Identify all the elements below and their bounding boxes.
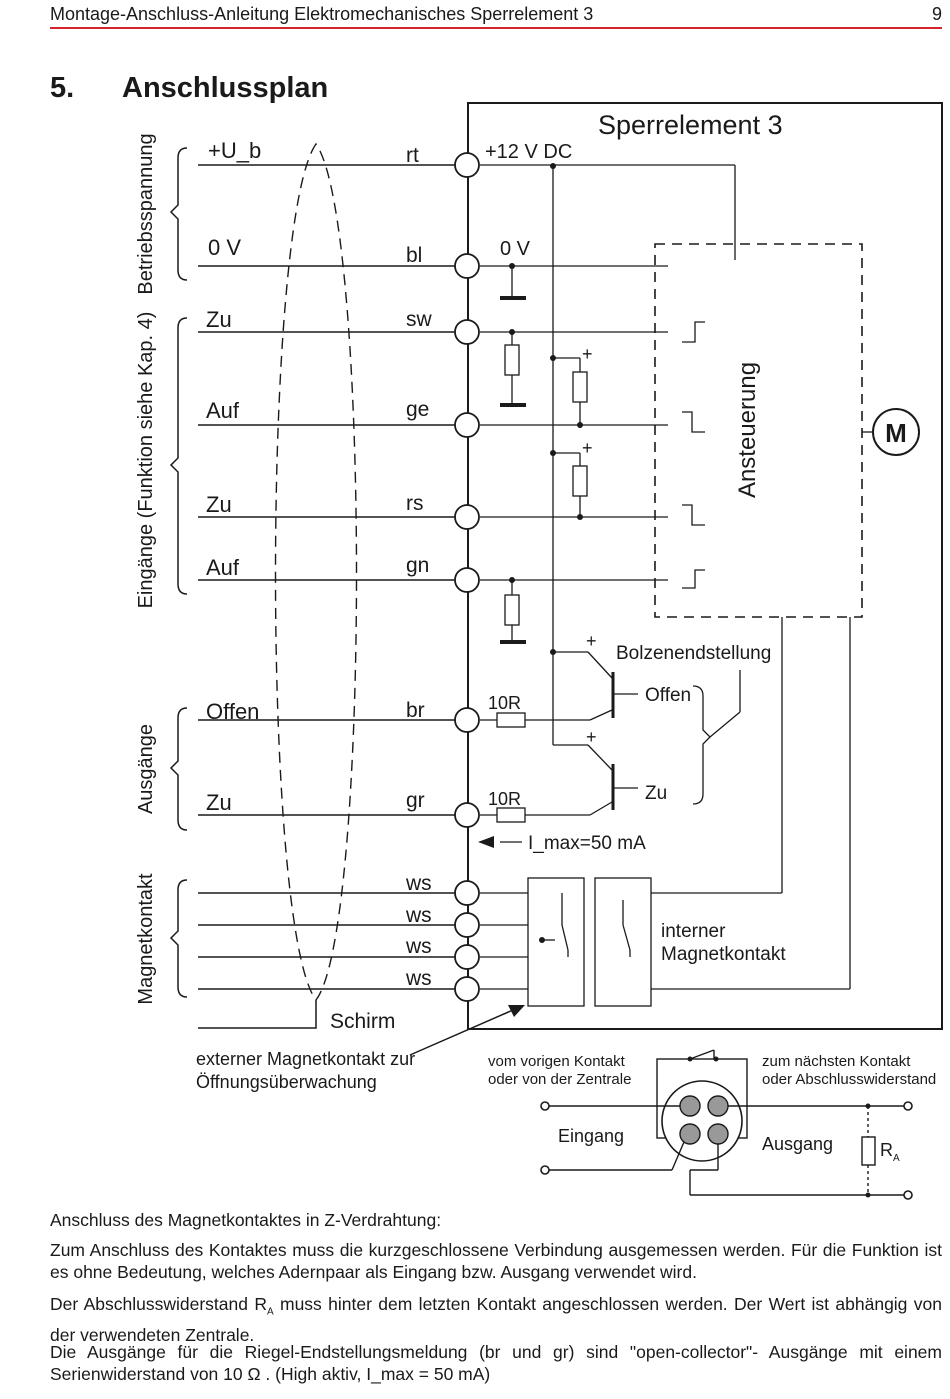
control-unit [654, 243, 863, 618]
plus-2: + [582, 438, 593, 458]
transistor-zu-label: Zu [645, 783, 667, 804]
wire-br: br [406, 699, 425, 722]
signal-ub: +U_b [208, 138, 261, 163]
page-number: 9 [931, 4, 942, 24]
signal-offen: Offen [206, 699, 259, 724]
internal-wiring [478, 164, 873, 1007]
external-wires [198, 164, 455, 990]
signal-0v: 0 V [208, 235, 241, 260]
internal-contact-label-2: Magnetkontakt [661, 944, 786, 965]
paragraph-terminator: Der Abschlusswiderstand RA muss hinter d… [50, 1294, 942, 1345]
z-output-label: Ausgang [762, 1134, 833, 1154]
control-unit-label: Ansteuerung [734, 362, 761, 498]
z-from-label-2: oder von der Zentrale [488, 1071, 631, 1088]
shield-label: Schirm [330, 1010, 395, 1033]
internal-contact-label-1: interner [661, 921, 726, 942]
junction-dots [509, 163, 583, 943]
resistor-10r-1: 10R [488, 693, 521, 713]
group-label-magnet: Magnetkontakt [135, 873, 157, 1005]
motor-label: M [885, 418, 907, 448]
group-braces [169, 147, 188, 998]
wire-bl: bl [406, 244, 422, 267]
resistor-10r-2: 10R [488, 789, 521, 809]
wire-sw: sw [406, 308, 433, 331]
plus-1: + [582, 344, 593, 364]
paragraph-outputs: Die Ausgänge für die Riegel-Endstellungs… [50, 1342, 942, 1384]
wire-gn: gn [406, 554, 429, 577]
device-title: Sperrelement 3 [598, 110, 783, 140]
wire-ws-4: ws [405, 967, 432, 990]
header-title: Montage-Anschluss-Anleitung Elektromecha… [50, 4, 594, 24]
external-contact-arrow [409, 1005, 525, 1056]
z-input-label: Eingang [558, 1126, 624, 1146]
section-number: 5. [50, 72, 75, 104]
ra-label: RA [880, 1140, 900, 1164]
z-to-label-2: oder Abschlusswiderstand [762, 1071, 936, 1088]
plus-4: + [586, 727, 597, 747]
section-title: Anschlussplan [122, 72, 329, 104]
wire-ws-1: ws [405, 872, 432, 895]
wire-rs: rs [406, 492, 424, 515]
group-label-outputs: Ausgänge [135, 724, 157, 814]
supply-12v-label: +12 V DC [485, 141, 572, 163]
wire-ge: ge [406, 398, 429, 421]
device-enclosure [467, 102, 943, 1030]
transistor-offen-label: Offen [645, 685, 691, 706]
plus-3: + [586, 631, 597, 651]
group-label-supply: Betriebsspannung [135, 133, 157, 294]
wire-ws-3: ws [405, 935, 432, 958]
signal-auf-1: Auf [206, 398, 240, 423]
wire-gr: gr [406, 789, 425, 812]
external-contact-label-2: Öffnungsüberwachung [196, 1072, 377, 1092]
z-to-label-1: zum nächsten Kontakt [762, 1053, 911, 1070]
connector-housing [661, 1080, 743, 1162]
imax-label: I_max=50 mA [528, 833, 646, 854]
header-rule [50, 27, 942, 29]
bolt-position-label: Bolzenendstellung [616, 643, 771, 664]
signal-zu-2: Zu [206, 492, 232, 517]
paragraph-z-wiring: Anschluss des Magnetkontaktes in Z-Verdr… [50, 1210, 442, 1230]
terminals [454, 152, 480, 1002]
z-from-label-1: vom vorigen Kontakt [488, 1053, 626, 1070]
wire-ws-2: ws [405, 904, 432, 927]
motor-symbol [872, 408, 920, 456]
cable-shield [274, 142, 358, 1002]
z-wiring-detail: vom vorigen Kontakt oder von der Zentral… [488, 1049, 936, 1200]
wiring-diagram: Sperrelement 3 Betriebsspannung Eingänge… [135, 102, 943, 1200]
signal-zu-3: Zu [206, 790, 232, 815]
termination-resistor [861, 1136, 876, 1166]
paragraph-measurement: Zum Anschluss des Kontaktes muss die kur… [50, 1240, 942, 1282]
group-label-inputs: Eingänge (Funktion siehe Kap. 4) [135, 312, 157, 609]
signal-auf-2: Auf [206, 555, 240, 580]
shield-wire [198, 1000, 317, 1029]
page-header: Montage-Anschluss-Anleitung Elektromecha… [50, 0, 942, 30]
signal-zu-1: Zu [206, 307, 232, 332]
wire-rt: rt [406, 144, 419, 167]
external-contact-label-1: externer Magnetkontakt zur [196, 1049, 415, 1069]
internal-0v-label: 0 V [500, 238, 531, 260]
